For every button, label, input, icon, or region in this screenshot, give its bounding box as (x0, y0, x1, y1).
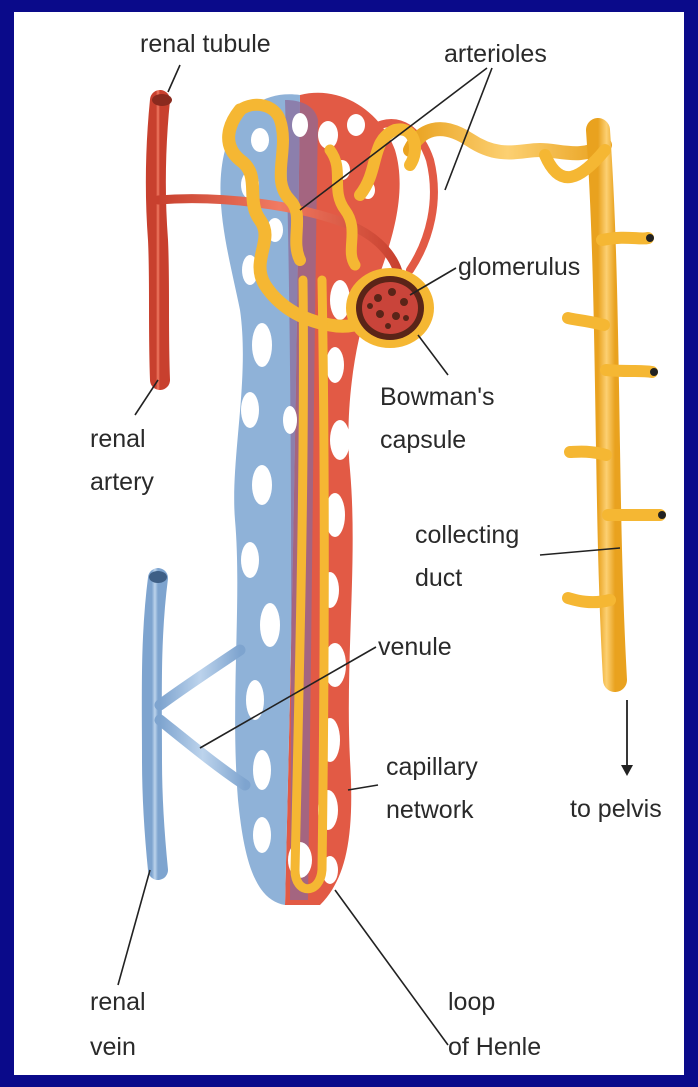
diagram-frame: renal tubule arterioles glomerulus Bowma… (14, 12, 684, 1075)
renal-vein (149, 571, 245, 870)
label-renal-vein-1: renal (90, 988, 146, 1016)
label-collecting-duct-2: duct (415, 564, 462, 592)
label-bowmans-capsule-2: capsule (380, 426, 466, 454)
label-capillary-network-2: network (386, 796, 474, 824)
to-pelvis-arrow (621, 700, 633, 776)
glomerulus (362, 282, 418, 334)
label-collecting-duct-1: collecting (415, 521, 519, 549)
label-to-pelvis: to pelvis (570, 795, 662, 823)
collecting-duct (545, 130, 666, 680)
label-venule: venule (378, 633, 452, 661)
label-renal-artery-2: artery (90, 468, 154, 496)
label-renal-vein-2: vein (90, 1033, 136, 1061)
label-loop-of-henle-2: of Henle (448, 1033, 541, 1061)
label-renal-artery-1: renal (90, 425, 146, 453)
label-capillary-network-1: capillary (386, 753, 478, 781)
label-arterioles: arterioles (444, 40, 547, 68)
label-loop-of-henle-1: loop (448, 988, 495, 1016)
label-renal-tubule: renal tubule (140, 30, 271, 58)
label-bowmans-capsule-1: Bowman's (380, 383, 495, 411)
label-glomerulus: glomerulus (458, 253, 580, 281)
